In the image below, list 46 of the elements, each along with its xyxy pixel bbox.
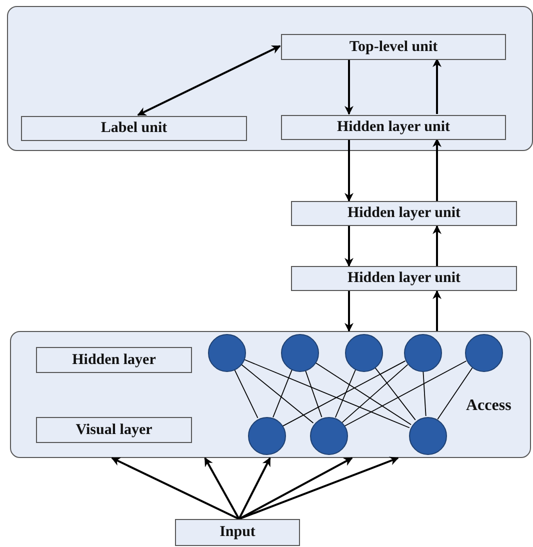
arrow [344,226,354,267]
unit-box: Hidden layer unit [291,266,517,291]
connection-line [272,369,292,418]
connection-line [437,367,473,420]
arrow [432,225,442,266]
unit-box: Visual layer [36,417,192,443]
unit-box: Hidden layer unit [281,115,506,140]
arrow [432,58,442,114]
unit-box: Hidden layer unit [291,201,517,226]
connection-line [304,369,322,418]
neuron-circle [248,417,286,455]
neuron-circle [310,417,348,455]
arrow [238,457,271,520]
unit-box: Top-level unit [281,34,506,60]
connection-line [243,358,410,428]
connection-line [240,364,314,424]
arrow [344,139,354,202]
unit-box: Hidden layer [36,347,192,373]
neuron-circle [465,334,503,372]
connection-line [342,364,408,423]
connection-line [234,368,258,418]
panel-background [7,6,533,151]
connection-line [422,370,426,416]
arrow [111,457,240,520]
connection-line [344,360,467,426]
connection-line [374,366,416,420]
unit-box: Input [175,519,300,546]
connection-line [282,360,406,427]
arrow [204,457,240,520]
neuron-circle [208,334,246,372]
neuron-circle [281,334,319,372]
arrow [137,45,281,116]
connection-line [334,369,356,418]
unit-box: Label unit [21,116,247,141]
arrow [238,456,399,520]
neuron-circle [404,334,442,372]
neuron-circle [409,417,447,455]
arrow [344,59,354,115]
arrow [432,290,442,331]
text-label: Access [466,397,512,415]
arrow [432,138,442,201]
arrow [344,291,354,332]
neuron-circle [345,334,383,372]
panel-background [10,331,531,458]
arrow [238,457,353,520]
connection-line [314,362,412,426]
